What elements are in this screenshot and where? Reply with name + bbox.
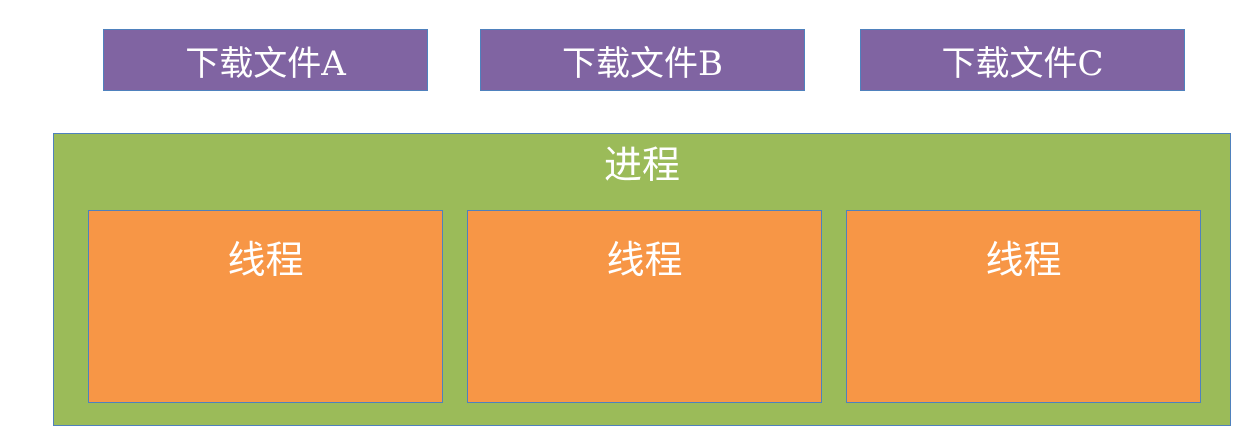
task-box-download-b: 下载文件B <box>480 29 805 91</box>
thread-label: 线程 <box>606 238 683 282</box>
task-box-download-a: 下载文件A <box>103 29 428 91</box>
thread-label: 线程 <box>227 238 304 282</box>
task-box-download-c: 下载文件C <box>860 29 1185 91</box>
thread-box: 线程 <box>846 210 1201 403</box>
thread-box: 线程 <box>88 210 443 403</box>
task-label: 下载文件B <box>562 43 723 84</box>
process-container: 进程 线程 线程 线程 <box>53 133 1231 426</box>
task-label: 下载文件A <box>185 43 346 84</box>
task-label: 下载文件C <box>941 43 1104 84</box>
thread-label: 线程 <box>985 238 1062 282</box>
thread-box: 线程 <box>467 210 822 403</box>
process-label: 进程 <box>603 143 680 187</box>
